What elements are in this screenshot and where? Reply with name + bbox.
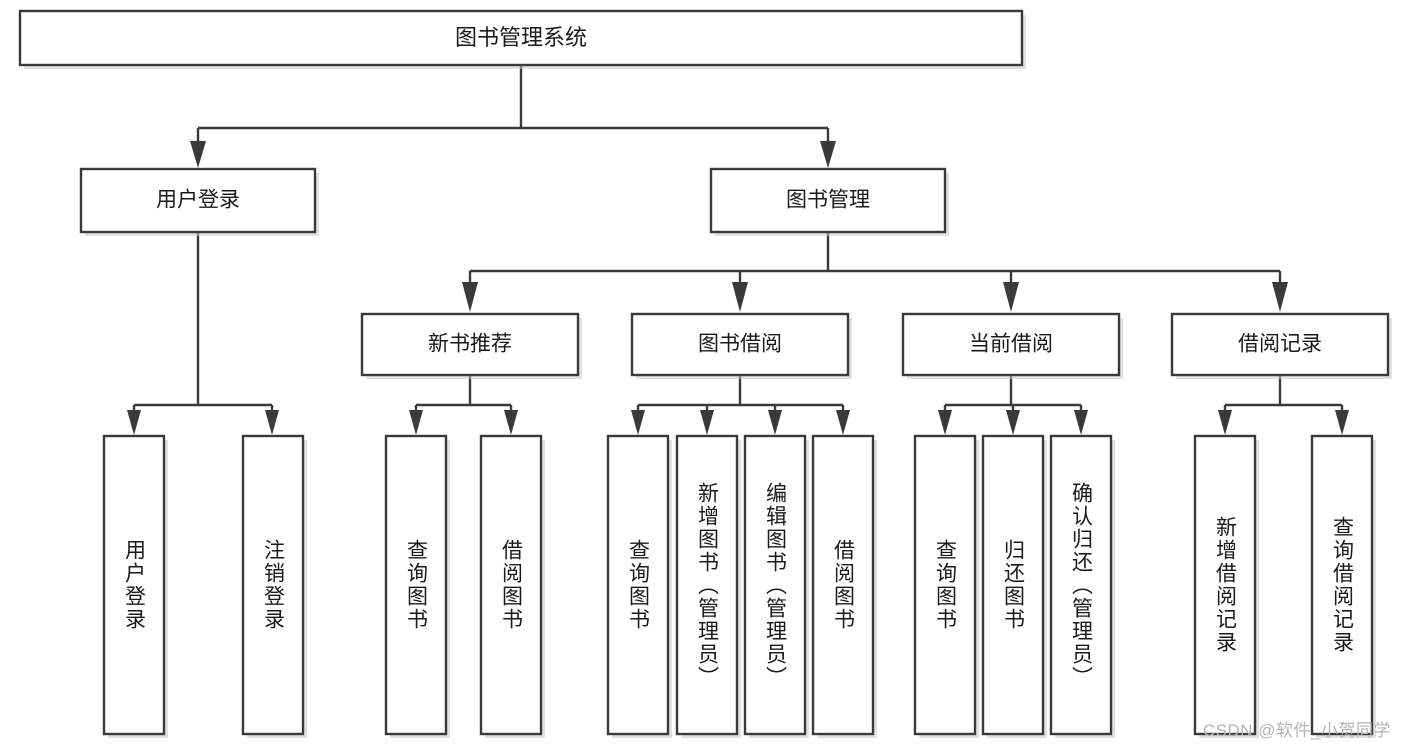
leaf-box[interactable] — [241, 434, 305, 736]
arrow-to-book-borrow — [732, 282, 748, 312]
user-login-label: 用户登录 — [156, 189, 240, 212]
root-label: 图书管理系统 — [455, 25, 587, 50]
leaf-box[interactable] — [913, 434, 977, 736]
borrow-record-box[interactable] — [1170, 312, 1390, 377]
new-book-rec-label: 新书推荐 — [428, 333, 512, 356]
arrow-to-leaf-logout — [265, 410, 279, 435]
leaf-box[interactable] — [675, 434, 739, 736]
arrow-to-leaf-borrow-book-rec — [504, 410, 518, 435]
arrow-to-new-book-rec — [462, 282, 478, 312]
book-manage-label: 图书管理 — [786, 189, 870, 212]
arrow-to-leaf-return-book — [1006, 410, 1020, 435]
leaf-box[interactable] — [1193, 434, 1257, 736]
arrow-root-to-book-manage — [820, 141, 836, 168]
book-borrow-label: 图书借阅 — [698, 333, 782, 356]
book-manage-box[interactable] — [709, 167, 947, 234]
arrow-to-leaf-add-record — [1218, 410, 1232, 435]
leaf-box[interactable] — [384, 434, 448, 736]
arrow-to-leaf-confirm-return — [1074, 410, 1088, 435]
leaf-box[interactable] — [479, 434, 543, 736]
leaf-box-group — [102, 434, 1376, 738]
root-box[interactable] — [18, 9, 1024, 67]
leaf-box[interactable] — [811, 434, 875, 736]
arrow-to-leaf-query-record — [1335, 410, 1349, 435]
leaf-box[interactable] — [1310, 434, 1374, 736]
watermark: CSDN @软件_小贺同学 — [1202, 721, 1391, 740]
arrow-to-leaf-borrow-book-b — [836, 410, 850, 435]
arrow-root-to-user-login — [190, 141, 206, 168]
arrow-to-leaf-query-book-c — [938, 410, 952, 435]
user-login-box[interactable] — [79, 167, 317, 234]
node-root[interactable]: 图书管理系统 — [18, 9, 1026, 69]
arrow-to-leaf-edit-book — [768, 410, 782, 435]
arrow-to-current-borrow — [1003, 282, 1019, 312]
arrow-to-leaf-query-book-rec — [409, 410, 423, 435]
book-borrow-box[interactable] — [630, 312, 850, 377]
node-user-login[interactable]: 用户登录 — [79, 167, 319, 236]
arrow-to-leaf-user-login — [127, 410, 141, 435]
leaf-box[interactable] — [102, 434, 166, 736]
node-borrow-record[interactable]: 借阅记录 — [1170, 312, 1392, 379]
leaf-box[interactable] — [981, 434, 1045, 736]
leaf-box[interactable] — [743, 434, 807, 736]
arrow-to-borrow-record — [1272, 282, 1288, 312]
leaf-box[interactable] — [1049, 434, 1113, 736]
node-book-borrow[interactable]: 图书借阅 — [630, 312, 852, 379]
arrow-to-leaf-add-book — [700, 410, 714, 435]
arrow-to-leaf-query-book-b — [631, 410, 645, 435]
current-borrow-label: 当前借阅 — [969, 333, 1053, 356]
node-book-manage[interactable]: 图书管理 — [709, 167, 949, 236]
new-book-rec-box[interactable] — [360, 312, 580, 377]
node-current-borrow[interactable]: 当前借阅 — [901, 312, 1123, 379]
leaf-box[interactable] — [606, 434, 670, 736]
borrow-record-label: 借阅记录 — [1238, 333, 1322, 356]
connector-group — [127, 65, 1349, 435]
node-new-book-rec[interactable]: 新书推荐 — [360, 312, 582, 379]
current-borrow-box[interactable] — [901, 312, 1121, 377]
